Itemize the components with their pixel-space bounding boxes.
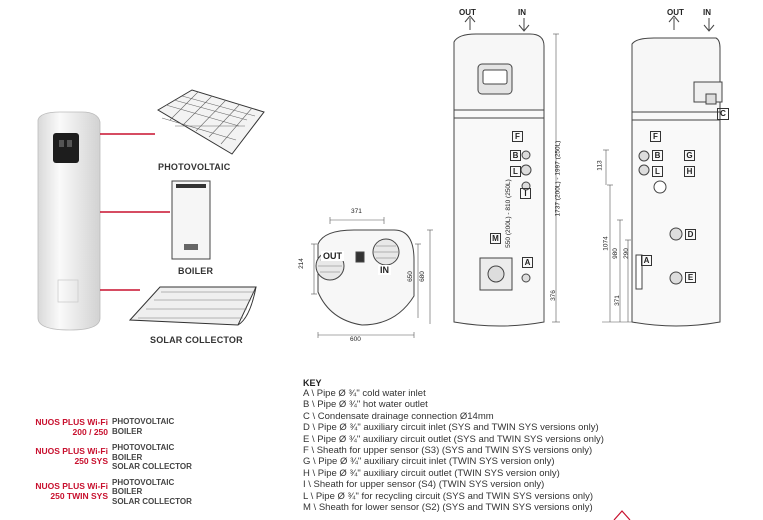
model-3-name: NUOS PLUS Wi-Fi	[35, 480, 108, 491]
key-title: KEY	[303, 378, 322, 388]
side-tank-body	[631, 111, 721, 327]
side-view-diagram	[602, 15, 723, 327]
model-row-3: NUOS PLUS Wi-Fi 250 TWIN SYS PHOTOVOLTAI…	[10, 478, 210, 507]
photovoltaic-caption: PHOTOVOLTAIC	[158, 162, 231, 172]
model-3-variant: 250 TWIN SYS	[50, 490, 108, 501]
key-item-d: D \ Pipe Ø ¾" auxiliary circuit inlet (S…	[303, 422, 599, 434]
model-3-feature-3: SOLAR COLLECTOR	[112, 496, 192, 506]
models-list: NUOS PLUS Wi-Fi 200 / 250 PHOTOVOLTAIC B…	[10, 417, 210, 506]
model-3-feature-1: PHOTOVOLTAIC	[112, 477, 175, 487]
dim-1737: 1737 (200L) - 1997 (250L)	[554, 140, 562, 217]
side-out-label: OUT	[667, 8, 684, 17]
dim-376: 376	[549, 290, 557, 301]
dim-650: 650	[406, 271, 414, 282]
front-in-arrow	[518, 18, 530, 32]
side-marker-g: G	[684, 150, 695, 161]
model-2-feature-2: BOILER	[112, 452, 143, 462]
front-marker-f: F	[512, 131, 523, 142]
side-marker-b: B	[652, 150, 663, 161]
side-marker-a: A	[641, 255, 652, 266]
front-marker-m: M	[490, 233, 501, 244]
dim-290: 290	[622, 248, 630, 259]
solar-collector-caption: SOLAR COLLECTOR	[150, 335, 243, 345]
front-in-label: IN	[518, 8, 526, 17]
model-row-2: NUOS PLUS Wi-Fi 250 SYS PHOTOVOLTAIC BOI…	[10, 443, 210, 472]
dim-371-side: 371	[613, 295, 621, 306]
model-1-feature-2: BOILER	[112, 426, 143, 436]
key-item-b: B \ Pipe Ø ¾" hot water outlet	[303, 399, 428, 411]
solar-collector-panel	[128, 286, 257, 326]
system-illustration	[37, 89, 265, 331]
model-1-name: NUOS PLUS Wi-Fi	[35, 417, 108, 427]
top-out-label: OUT	[321, 251, 344, 261]
key-item-h: H \ Pipe Ø ¾" auxiliary circuit outlet (…	[303, 467, 560, 479]
dim-371-top: 371	[351, 208, 362, 215]
tank-display-panel	[53, 133, 79, 163]
dim-680: 680	[418, 271, 426, 282]
side-marker-c: C	[717, 108, 729, 120]
top-in-label: IN	[378, 265, 391, 275]
model-1-variant: 200 / 250	[72, 427, 108, 437]
key-item-a: A \ Pipe Ø ¾" cold water inlet	[303, 388, 426, 399]
key-item-e: E \ Pipe Ø ¾" auxiliary circuit outlet (…	[303, 433, 604, 445]
dim-980: 980	[611, 248, 619, 259]
side-marker-d: D	[685, 229, 696, 240]
dim-113: 113	[596, 160, 604, 171]
photovoltaic-panel	[157, 89, 265, 155]
front-marker-l: L	[510, 166, 521, 177]
model-2-name: NUOS PLUS Wi-Fi	[35, 446, 108, 456]
heat-pump-tank	[37, 111, 101, 331]
dim-600: 600	[350, 336, 361, 343]
dim-214: 214	[297, 258, 305, 269]
front-tank-body	[453, 109, 545, 327]
dim-1074: 1074	[602, 236, 610, 251]
front-marker-i: I	[520, 188, 531, 199]
side-out-arrow	[668, 15, 680, 30]
key-item-m: M \ Sheath for lower sensor (S2) (SYS an…	[303, 502, 593, 514]
model-row-1: NUOS PLUS Wi-Fi 200 / 250 PHOTOVOLTAIC B…	[10, 417, 210, 437]
front-view-diagram	[453, 15, 560, 327]
side-marker-h: H	[684, 166, 695, 177]
brand-logo-icon	[613, 510, 631, 520]
side-marker-l: L	[652, 166, 663, 177]
boiler-caption: BOILER	[178, 266, 214, 276]
model-2-feature-3: SOLAR COLLECTOR	[112, 462, 192, 471]
key-item-g: G \ Pipe Ø ¾" auxiliary circuit inlet (T…	[303, 456, 555, 468]
side-in-arrow	[703, 18, 715, 32]
side-marker-e: E	[685, 272, 696, 283]
key-item-f: F \ Sheath for upper sensor (S3) (SYS an…	[303, 445, 593, 457]
side-in-label: IN	[703, 8, 711, 17]
key-item-c: C \ Condensate drainage connection Ø14mm	[303, 410, 494, 422]
model-2-variant: 250 SYS	[74, 456, 108, 466]
model-2-feature-1: PHOTOVOLTAIC	[112, 443, 175, 452]
front-marker-a: A	[522, 257, 533, 268]
boiler-unit	[171, 180, 211, 260]
key-legend: KEY A \ Pipe Ø ¾" cold water inlet B \ P…	[303, 378, 604, 513]
front-marker-b: B	[510, 150, 521, 161]
side-marker-f: F	[650, 131, 661, 142]
front-out-arrow	[464, 15, 476, 30]
key-item-l: L \ Pipe Ø ¾" for recycling circuit (SYS…	[303, 490, 594, 502]
dim-550: 550 (200L) - 810 (250L)	[504, 179, 512, 248]
front-out-label: OUT	[459, 8, 476, 17]
model-3-feature-2: BOILER	[112, 487, 143, 496]
key-item-i: I \ Sheath for upper sensor (S4) (TWIN S…	[303, 479, 545, 491]
model-1-feature-1: PHOTOVOLTAIC	[112, 417, 175, 426]
